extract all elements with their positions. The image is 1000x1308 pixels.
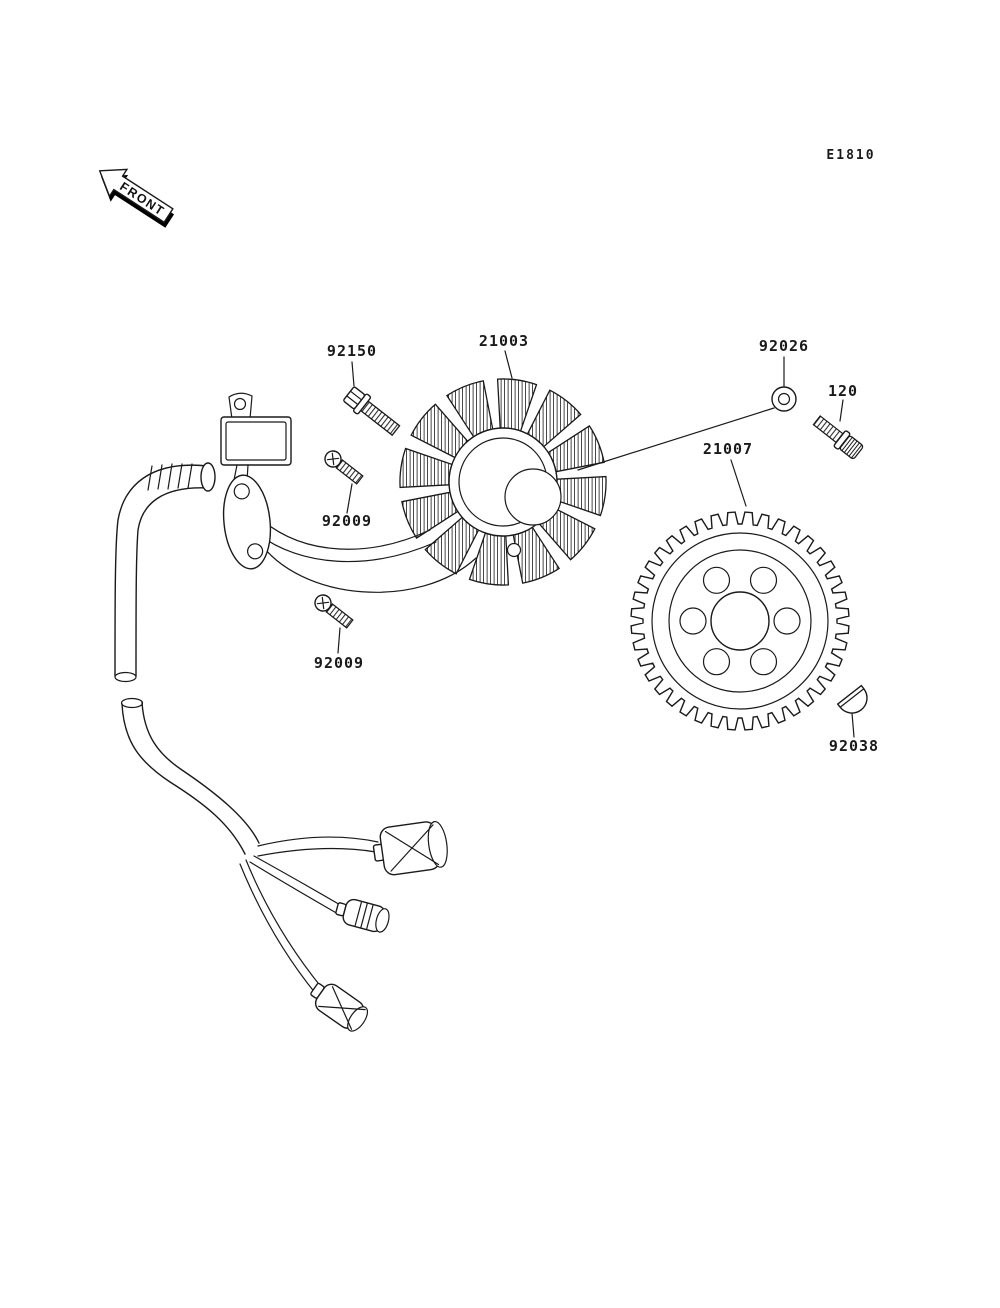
leader-lines (337, 350, 855, 738)
label-21007: 21007 (703, 440, 753, 458)
wiring-harness-graphic (114, 462, 448, 1032)
leader-21003 (504, 350, 513, 379)
gear-bolt-holes (679, 566, 801, 676)
connector-large (372, 820, 448, 876)
sheath-cut-end-upper (114, 671, 137, 683)
leader-92009-lower (337, 627, 341, 654)
stator-coil-segment (399, 447, 453, 489)
sheath-cut-end-lower (120, 697, 144, 709)
front-arrow: FRONT (98, 168, 175, 228)
stator-lead-wires (257, 519, 477, 593)
gear-bolt-hole (702, 648, 731, 676)
branch-wires (239, 836, 379, 995)
label-92038: 92038 (829, 737, 879, 755)
rotor-gear-graphic (630, 511, 850, 731)
leader-21007 (730, 459, 747, 507)
bolt-92150-graphic (343, 386, 401, 437)
sheath-ribs (147, 463, 193, 491)
regulator-graphic (220, 392, 292, 482)
label-92026: 92026 (759, 337, 809, 355)
connector-round (310, 982, 369, 1032)
key-92038-graphic (836, 684, 868, 714)
label-92150: 92150 (327, 342, 377, 360)
front-arrow-body (98, 168, 174, 224)
gear-bolt-hole (749, 648, 778, 676)
gear-bolt-hole (773, 607, 801, 635)
diagram-code: E1810 (826, 148, 875, 163)
label-120: 120 (828, 382, 858, 400)
bolt-120-graphic (812, 415, 864, 460)
bracket-hole-lower (247, 543, 264, 560)
gear-bolt-hole (679, 607, 707, 635)
label-92009-upper: 92009 (322, 512, 372, 530)
leader-92150 (351, 361, 355, 387)
leader-92009-upper (346, 483, 353, 514)
bracket-hole-upper (233, 483, 250, 500)
gear-bolt-hole (749, 566, 778, 594)
stator-coil-segment (496, 378, 538, 432)
label-21003: 21003 (479, 332, 529, 350)
mounting-bracket-graphic (222, 474, 272, 570)
washer-92026-graphic (771, 386, 797, 412)
stator-coil-segment (553, 475, 607, 517)
screw-92009-lower-graphic (314, 594, 354, 629)
stator-graphic (399, 378, 607, 586)
harness-grommet (200, 462, 216, 492)
connector-small (335, 898, 390, 933)
leader-92038 (851, 712, 855, 738)
leader-washer-to-shaft (577, 407, 775, 471)
gear-center-hole (710, 591, 770, 651)
screw-92009-upper-graphic (324, 450, 364, 485)
stator-screw-hole (506, 542, 522, 558)
leader-120 (839, 399, 844, 422)
regulator-tab-hole (233, 397, 247, 411)
stator-crank-boss (504, 468, 562, 526)
gear-bolt-hole (702, 566, 731, 594)
label-92009-lower: 92009 (314, 654, 364, 672)
